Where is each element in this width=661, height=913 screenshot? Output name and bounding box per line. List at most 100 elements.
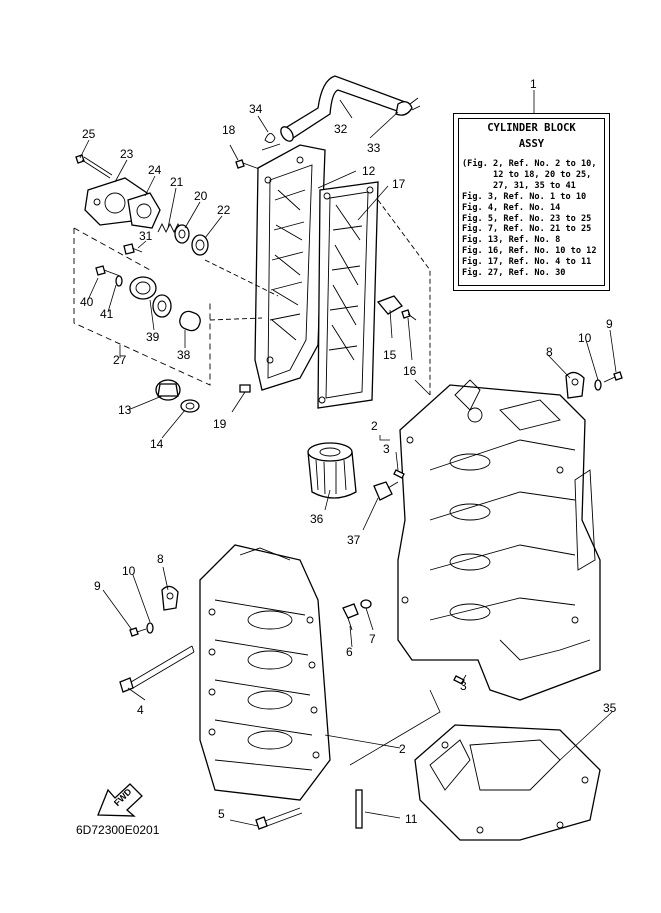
collar-part-38[interactable] bbox=[178, 309, 203, 333]
callout-3-bottom: 3 bbox=[460, 679, 467, 693]
stud-part-11[interactable] bbox=[355, 789, 363, 829]
pin-part-19[interactable] bbox=[239, 384, 251, 393]
assy-line: 12 to 18, 20 to 25, bbox=[462, 169, 592, 180]
assy-title-line2: ASSY bbox=[518, 138, 545, 150]
exhaust-cover-part-12[interactable] bbox=[254, 144, 326, 391]
diagram-code: 6D72300E0201 bbox=[76, 823, 160, 837]
plug-part-6[interactable] bbox=[342, 603, 359, 631]
callout-12: 12 bbox=[362, 164, 376, 178]
oil-filter-part-36[interactable] bbox=[307, 442, 357, 499]
callout-21: 21 bbox=[170, 175, 184, 189]
hose-clamp-part-33[interactable] bbox=[395, 97, 421, 116]
exhaust-cover-part-17[interactable] bbox=[317, 181, 379, 409]
washer-part-10-left[interactable] bbox=[146, 622, 154, 634]
callout-38: 38 bbox=[177, 348, 191, 362]
thermostat-gasket-part-24[interactable] bbox=[127, 192, 161, 229]
assy-line: Fig. 3, Ref. No. 1 to 10 bbox=[462, 191, 587, 202]
callout-31: 31 bbox=[139, 229, 153, 243]
bolt-part-9-left[interactable] bbox=[129, 627, 147, 637]
callout-22: 22 bbox=[217, 203, 231, 217]
gasket-part-14[interactable] bbox=[180, 399, 200, 413]
dowel-part-3-bottom[interactable] bbox=[453, 675, 465, 685]
callout-19: 19 bbox=[213, 417, 227, 431]
spring-part-21[interactable] bbox=[157, 222, 183, 234]
callout-41: 41 bbox=[100, 307, 114, 321]
callout-36: 36 bbox=[310, 512, 324, 526]
assy-line: Fig. 7, Ref. No. 21 to 25 bbox=[462, 224, 592, 235]
callout-2-top: 2 bbox=[371, 419, 378, 433]
grommet-part-39[interactable] bbox=[152, 294, 172, 318]
assy-reference-list: (Fig. 2, Ref. No. 2 to 10, 12 to 18, 20 … bbox=[462, 159, 597, 279]
washer-part-10-right[interactable] bbox=[594, 379, 602, 391]
callout-27: 27 bbox=[113, 353, 127, 367]
bolt-part-9-right[interactable] bbox=[603, 371, 623, 383]
callout-32: 32 bbox=[334, 122, 348, 136]
callout-39: 39 bbox=[146, 330, 160, 344]
callout-18: 18 bbox=[222, 123, 236, 137]
assy-line: Fig. 27, Ref. No. 30 bbox=[462, 268, 566, 279]
callout-5: 5 bbox=[218, 807, 225, 821]
callout-35: 35 bbox=[603, 701, 617, 715]
assy-line: Fig. 4, Ref. No. 14 bbox=[462, 202, 561, 213]
gasket-part-35[interactable] bbox=[414, 724, 601, 841]
callout-17: 17 bbox=[392, 177, 406, 191]
callout-37: 37 bbox=[347, 533, 361, 547]
hose-clamp-part-34[interactable] bbox=[261, 133, 281, 151]
washer-part-41[interactable] bbox=[115, 275, 123, 287]
callout-7: 7 bbox=[369, 632, 376, 646]
callout-11: 11 bbox=[405, 812, 418, 826]
callout-23: 23 bbox=[120, 147, 134, 161]
bracket-part-15[interactable] bbox=[376, 295, 403, 315]
callout-9-right: 9 bbox=[606, 317, 613, 331]
callout-2-bottom: 2 bbox=[399, 742, 406, 756]
leader-lines bbox=[79, 90, 617, 827]
assy-line: Fig. 13, Ref. No. 8 bbox=[462, 235, 561, 246]
callout-numbers: 1 25 23 24 21 20 22 31 40 41 39 38 27 13… bbox=[80, 77, 617, 826]
assy-line: Fig. 5, Ref. No. 23 to 25 bbox=[462, 213, 592, 224]
bolt-part-25[interactable] bbox=[75, 154, 113, 179]
callout-34: 34 bbox=[249, 102, 263, 116]
nut-part-31[interactable] bbox=[123, 243, 143, 255]
screw-part-40[interactable] bbox=[95, 265, 121, 277]
callout-24: 24 bbox=[148, 163, 162, 177]
thermostat-part-22[interactable] bbox=[191, 234, 209, 256]
assy-line: 27, 31, 35 to 41 bbox=[462, 180, 576, 191]
assy-title-line1: CYLINDER BLOCK bbox=[487, 122, 576, 134]
callout-14: 14 bbox=[150, 437, 164, 451]
assy-reference-inner-frame bbox=[458, 118, 605, 286]
callout-15: 15 bbox=[383, 348, 397, 362]
union-part-37[interactable] bbox=[373, 481, 399, 501]
bracket-part-8-left[interactable] bbox=[161, 585, 179, 611]
plug-part-13[interactable] bbox=[155, 379, 181, 401]
assy-line: (Fig. 2, Ref. No. 2 to 10, bbox=[462, 159, 597, 169]
callout-6: 6 bbox=[346, 645, 353, 659]
gasket-part-7[interactable] bbox=[360, 599, 372, 609]
callout-33: 33 bbox=[367, 141, 381, 155]
sub-assembly-outline-27 bbox=[73, 228, 211, 386]
callout-8-left: 8 bbox=[157, 552, 164, 566]
bracket-part-8-right[interactable] bbox=[565, 371, 585, 399]
callout-16: 16 bbox=[403, 364, 417, 378]
cylinder-block-assembly[interactable] bbox=[397, 379, 601, 701]
crankcase-assembly[interactable] bbox=[199, 544, 331, 801]
bolt-part-16[interactable] bbox=[401, 309, 417, 321]
callout-9-left: 9 bbox=[94, 579, 101, 593]
callout-20: 20 bbox=[194, 189, 208, 203]
bolt-part-5[interactable] bbox=[255, 807, 303, 830]
callout-8-right: 8 bbox=[546, 345, 553, 359]
callout-10-left: 10 bbox=[122, 564, 136, 578]
fwd-arrow bbox=[97, 783, 143, 817]
callout-40: 40 bbox=[80, 295, 94, 309]
callout-1: 1 bbox=[530, 77, 537, 91]
bolt-part-4[interactable] bbox=[119, 645, 195, 693]
callout-10-right: 10 bbox=[578, 331, 592, 345]
valve-part-20[interactable] bbox=[174, 224, 190, 244]
assy-line: Fig. 17, Ref. No. 4 to 11 bbox=[462, 257, 592, 268]
callout-13: 13 bbox=[118, 403, 132, 417]
callout-4: 4 bbox=[137, 703, 144, 717]
bracket-part-39-body[interactable] bbox=[129, 276, 157, 300]
dowel-part-3-top[interactable] bbox=[393, 469, 405, 479]
callout-25: 25 bbox=[82, 127, 96, 141]
assy-line: Fig. 16, Ref. No. 10 to 12 bbox=[462, 246, 597, 257]
